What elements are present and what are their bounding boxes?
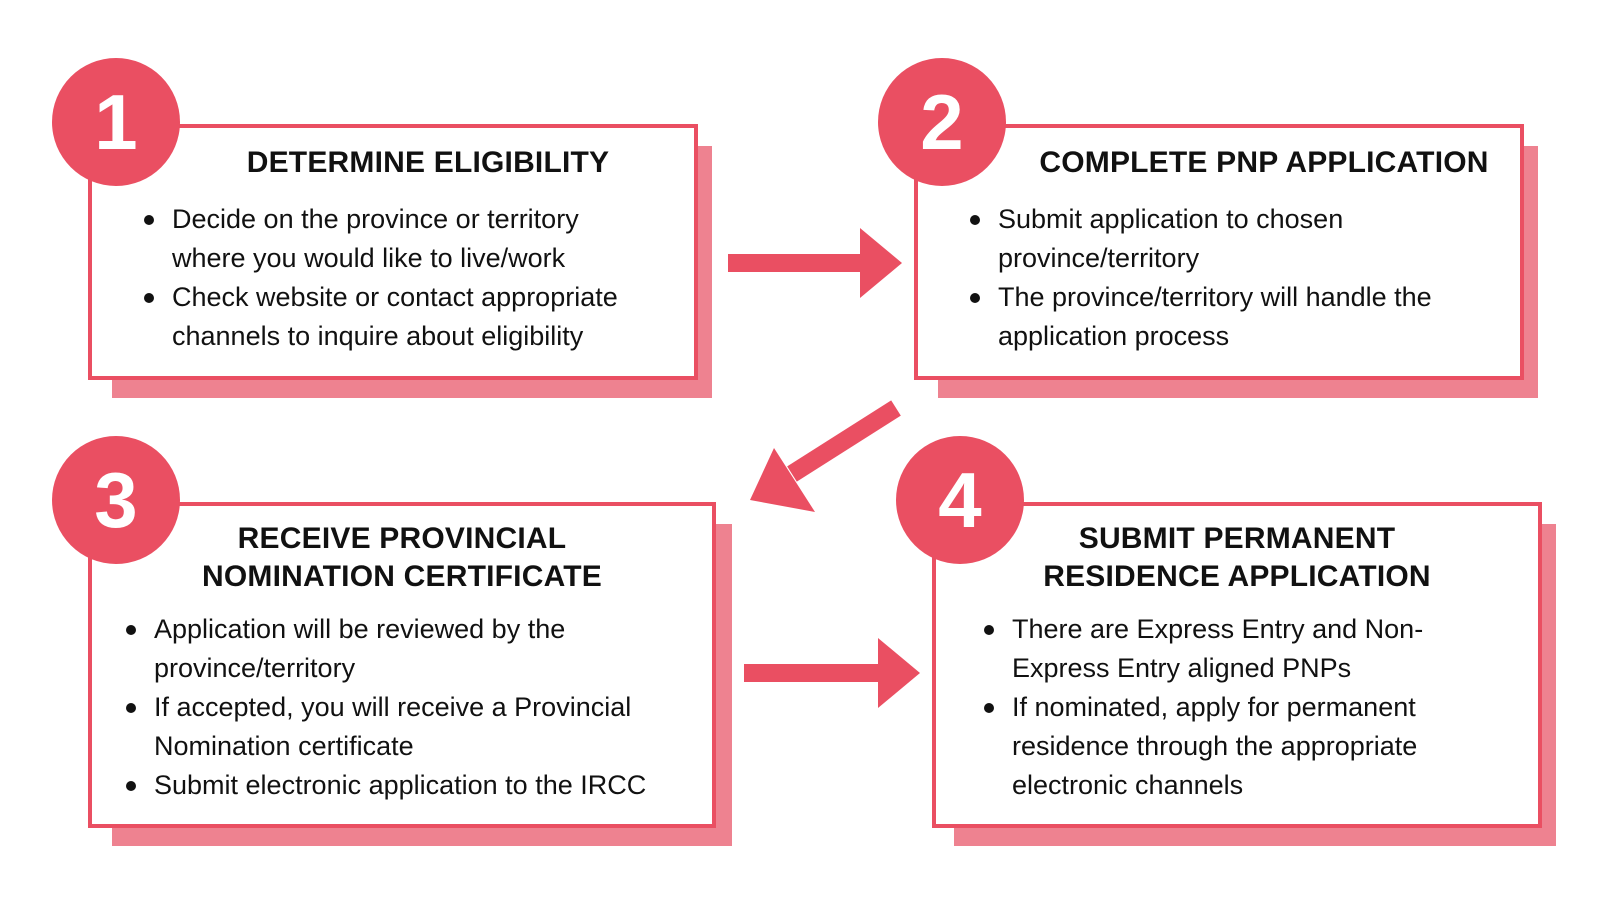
step-2-box: COMPLETE PNP APPLICATION Submit applicat… xyxy=(914,124,1524,380)
bullet-text: Submit application to chosen xyxy=(998,204,1344,234)
bullet-text: If nominated, apply for permanent xyxy=(1012,692,1416,722)
bullet-text: province/territory xyxy=(998,243,1200,273)
step-4-bullet: If nominated, apply for permanent residen… xyxy=(980,688,1423,805)
step-2-title: COMPLETE PNP APPLICATION xyxy=(918,144,1520,182)
step-1-box: DETERMINE ELIGIBILITY Decide on the prov… xyxy=(88,124,698,380)
bullet-text: There are Express Entry and Non- xyxy=(1012,614,1424,644)
step-4-bullet: There are Express Entry and Non- Express … xyxy=(980,610,1423,688)
bullet-text: Express Entry aligned PNPs xyxy=(1012,653,1352,683)
step-4-number-badge: 4 xyxy=(896,436,1024,564)
bullet-text: residence through the appropriate xyxy=(1012,731,1418,761)
step-2-bullet: The province/territory will handle the ap… xyxy=(966,278,1432,356)
step-3-box: RECEIVE PROVINCIAL NOMINATION CERTIFICAT… xyxy=(88,502,716,828)
step-2-number-badge: 2 xyxy=(878,58,1006,186)
bullet-text: Application will be reviewed by the xyxy=(154,614,566,644)
bullet-text: Check website or contact appropriate xyxy=(172,282,618,312)
bullet-text: If accepted, you will receive a Provinci… xyxy=(154,692,632,722)
bullet-text: province/territory xyxy=(154,653,356,683)
step-3-bullet: Submit electronic application to the IRC… xyxy=(122,766,646,805)
step-1-title: DETERMINE ELIGIBILITY xyxy=(92,144,694,182)
step-3-bullets: Application will be reviewed by the provi… xyxy=(122,610,646,805)
bullet-text: application process xyxy=(998,321,1230,351)
step-4-title: SUBMIT PERMANENT RESIDENCE APPLICATION xyxy=(936,520,1538,596)
bullet-text: channels to inquire about eligibility xyxy=(172,321,584,351)
bullet-text: Nomination certificate xyxy=(154,731,414,761)
step-4-title-line: SUBMIT PERMANENT xyxy=(1078,522,1396,555)
step-4-bullets: There are Express Entry and Non- Express … xyxy=(980,610,1423,805)
step-3-title-line: RECEIVE PROVINCIAL xyxy=(237,522,567,555)
step-2-title-line: COMPLETE PNP APPLICATION xyxy=(1039,146,1489,179)
bullet-text: Submit electronic application to the IRC… xyxy=(154,770,647,800)
bullet-text: The province/territory will handle the xyxy=(998,282,1432,312)
arrow-right-icon xyxy=(744,638,920,708)
bullet-text: where you would like to live/work xyxy=(172,243,566,273)
step-3-number-badge: 3 xyxy=(52,436,180,564)
step-1-bullet: Decide on the province or territory where… xyxy=(140,200,618,278)
step-3-bullet: Application will be reviewed by the provi… xyxy=(122,610,646,688)
step-3-bullet: If accepted, you will receive a Provinci… xyxy=(122,688,646,766)
bullet-text: electronic channels xyxy=(1012,770,1244,800)
step-2-bullets: Submit application to chosen province/ter… xyxy=(966,200,1432,356)
step-3-title: RECEIVE PROVINCIAL NOMINATION CERTIFICAT… xyxy=(92,520,712,596)
step-3-title-line: NOMINATION CERTIFICATE xyxy=(202,560,602,593)
step-2-bullet: Submit application to chosen province/ter… xyxy=(966,200,1432,278)
step-1-bullets: Decide on the province or territory where… xyxy=(140,200,618,356)
arrow-down-left-icon xyxy=(750,400,901,512)
bullet-text: Decide on the province or territory xyxy=(172,204,579,234)
step-4-box: SUBMIT PERMANENT RESIDENCE APPLICATION T… xyxy=(932,502,1542,828)
step-1-title-line: DETERMINE ELIGIBILITY xyxy=(246,146,610,179)
step-1-number-badge: 1 xyxy=(52,58,180,186)
step-1-bullet: Check website or contact appropriate chan… xyxy=(140,278,618,356)
arrow-right-icon xyxy=(728,228,902,298)
step-4-title-line: RESIDENCE APPLICATION xyxy=(1043,560,1431,593)
